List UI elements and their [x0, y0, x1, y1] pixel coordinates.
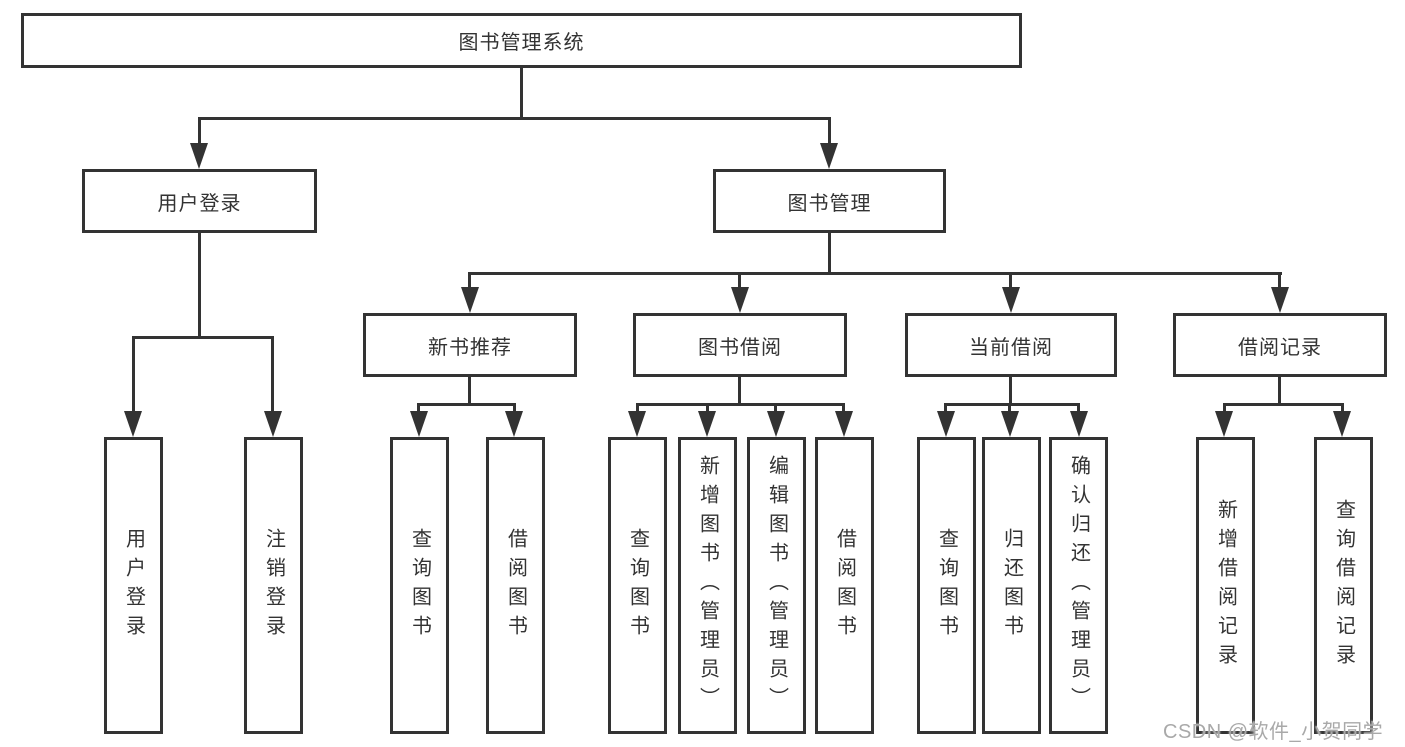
connector-drop-leaf	[706, 403, 709, 411]
arrowhead-down-icon	[461, 287, 479, 313]
connector-book-mgmt-stem	[828, 233, 831, 272]
connector-drop-leaf	[1077, 403, 1080, 411]
arrowhead-down-icon	[1271, 287, 1289, 313]
node-user-login: 用户登录	[82, 169, 317, 233]
leaf-query-borrow-record: 查询借阅记录	[1314, 437, 1373, 734]
connector-new-books-stem	[468, 377, 471, 403]
connector-drop-current-borrow	[1009, 272, 1012, 287]
leaf-label: 借阅图书	[833, 527, 856, 644]
connector-drop-leaf	[636, 403, 639, 411]
arrowhead-down-icon	[1002, 287, 1020, 313]
arrowhead-down-icon	[1070, 411, 1088, 437]
leaf-query-books-current: 查询图书	[917, 437, 976, 734]
leaf-return-books: 归还图书	[982, 437, 1041, 734]
leaf-label: 用户登录	[122, 527, 145, 644]
node-book-borrow-label: 图书借阅	[698, 336, 782, 359]
leaf-query-books-borrow: 查询图书	[608, 437, 667, 734]
leaf-edit-books-admin: 编辑图书（管理员）	[747, 437, 806, 734]
leaf-label: 查询图书	[626, 527, 649, 644]
connector-drop-leaf	[417, 403, 420, 411]
connector-level3-bar	[468, 272, 1282, 275]
leaf-label: 归还图书	[1000, 527, 1023, 644]
leaf-label: 编辑图书（管理员）	[765, 455, 788, 716]
connector-drop-book-borrow	[738, 272, 741, 287]
leaf-confirm-return-admin: 确认归还（管理员）	[1049, 437, 1108, 734]
node-book-management: 图书管理	[713, 169, 946, 233]
connector-drop-book-mgmt	[828, 117, 831, 143]
node-book-borrow: 图书借阅	[633, 313, 847, 377]
connector-drop-leaf	[271, 336, 274, 411]
node-new-books: 新书推荐	[363, 313, 577, 377]
leaf-label: 借阅图书	[504, 527, 527, 644]
arrowhead-down-icon	[628, 411, 646, 437]
arrowhead-down-icon	[505, 411, 523, 437]
leaf-add-borrow-record: 新增借阅记录	[1196, 437, 1255, 734]
connector-drop-borrow-records	[1278, 272, 1281, 287]
arrowhead-down-icon	[1333, 411, 1351, 437]
node-root-label: 图书管理系统	[458, 32, 585, 54]
connector-drop-leaf	[944, 403, 947, 411]
leaf-label: 新增图书（管理员）	[696, 455, 719, 716]
leaf-add-books-admin: 新增图书（管理员）	[678, 437, 737, 734]
connector-user-login-stem	[198, 233, 201, 336]
connector-drop-leaf	[513, 403, 516, 411]
arrowhead-down-icon	[1215, 411, 1233, 437]
connector-current-borrow-bar	[944, 403, 1080, 406]
leaf-borrow-books: 借阅图书	[815, 437, 874, 734]
leaf-label: 新增借阅记录	[1214, 498, 1237, 673]
leaf-logout: 注销登录	[244, 437, 303, 734]
node-user-login-label: 用户登录	[157, 192, 242, 215]
connector-book-borrow-bar	[636, 403, 845, 406]
arrowhead-down-icon	[820, 143, 838, 169]
connector-drop-new-books	[468, 272, 471, 287]
connector-level2-bar	[198, 117, 831, 120]
leaf-user-login: 用户登录	[104, 437, 163, 734]
arrowhead-down-icon	[410, 411, 428, 437]
connector-book-borrow-stem	[738, 377, 741, 403]
leaf-borrow-books-newbooks: 借阅图书	[486, 437, 545, 734]
node-borrow-records: 借阅记录	[1173, 313, 1387, 377]
arrowhead-down-icon	[767, 411, 785, 437]
arrowhead-down-icon	[698, 411, 716, 437]
leaf-label: 确认归还（管理员）	[1067, 455, 1090, 716]
node-current-borrow-label: 当前借阅	[969, 336, 1053, 359]
leaf-query-books-newbooks: 查询图书	[390, 437, 449, 734]
connector-drop-leaf	[1008, 403, 1011, 411]
node-root: 图书管理系统	[21, 13, 1022, 68]
connector-drop-leaf	[132, 336, 135, 411]
arrowhead-down-icon	[731, 287, 749, 313]
arrowhead-down-icon	[264, 411, 282, 437]
connector-drop-user-login	[198, 117, 201, 143]
node-current-borrow: 当前借阅	[905, 313, 1117, 377]
connector-drop-leaf	[1223, 403, 1226, 411]
node-new-books-label: 新书推荐	[428, 336, 512, 359]
connector-borrow-records-bar	[1223, 403, 1344, 406]
arrowhead-down-icon	[124, 411, 142, 437]
connector-root-stem	[520, 68, 523, 117]
connector-drop-leaf	[1341, 403, 1344, 411]
connector-user-login-bar	[132, 336, 274, 339]
arrowhead-down-icon	[190, 143, 208, 169]
connector-new-books-bar	[417, 403, 515, 406]
connector-current-borrow-stem	[1009, 377, 1012, 403]
csdn-watermark: CSDN @软件_小贺同学	[1163, 721, 1384, 743]
connector-borrow-records-stem	[1278, 377, 1281, 403]
leaf-label: 注销登录	[262, 527, 285, 644]
connector-drop-leaf	[774, 403, 777, 411]
arrowhead-down-icon	[1001, 411, 1019, 437]
node-book-management-label: 图书管理	[787, 192, 872, 215]
arrowhead-down-icon	[937, 411, 955, 437]
arrowhead-down-icon	[835, 411, 853, 437]
leaf-label: 查询借阅记录	[1332, 498, 1355, 673]
node-borrow-records-label: 借阅记录	[1238, 336, 1322, 359]
leaf-label: 查询图书	[935, 527, 958, 644]
leaf-label: 查询图书	[408, 527, 431, 644]
connector-drop-leaf	[842, 403, 845, 411]
